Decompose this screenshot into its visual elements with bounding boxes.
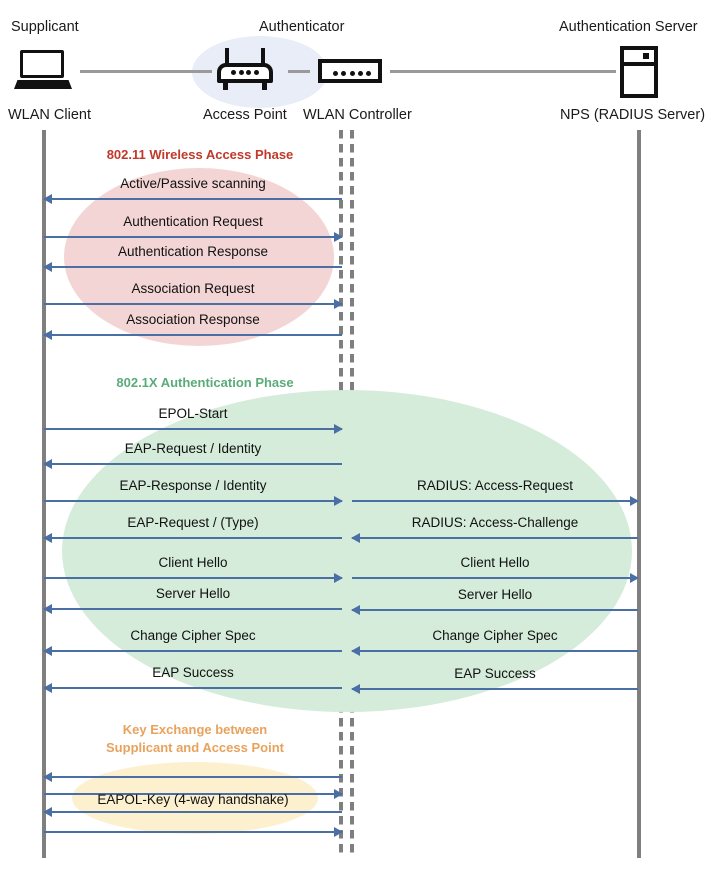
- arrowhead-left-icon: [43, 329, 52, 340]
- phase-802-11-label: 802.11 Wireless Access Phase: [106, 147, 294, 162]
- phase-key-exchange-label: Key Exchange between Supplicant and Acce…: [106, 722, 284, 755]
- network-switch-icon: [318, 59, 382, 83]
- arrowhead-left-icon: [43, 682, 52, 693]
- actor-role-authentication-server: Authentication Server: [559, 19, 698, 35]
- arrowhead-left-icon: [351, 683, 360, 694]
- arrowhead-right-icon: [630, 572, 639, 583]
- wire-client-to-ap: [80, 70, 212, 73]
- message-label: EAP Success: [152, 665, 234, 680]
- message-label: Client Hello: [158, 555, 228, 570]
- message-label: EAP-Request / Identity: [124, 441, 262, 456]
- arrowhead-left-icon: [43, 261, 52, 272]
- message-label: Authentication Response: [117, 244, 269, 259]
- message-label: Change Cipher Spec: [432, 628, 558, 643]
- message-label: Active/Passive scanning: [120, 176, 266, 191]
- message-label: Server Hello: [155, 586, 231, 601]
- message-label: Association Response: [126, 312, 260, 327]
- arrowhead-left-icon: [43, 771, 52, 782]
- lifeline-supplicant: [42, 130, 46, 858]
- message-label: Authentication Request: [123, 214, 263, 229]
- arrowhead-right-icon: [334, 298, 343, 309]
- wire-controller-to-server: [390, 70, 616, 73]
- arrowhead-right-icon: [630, 495, 639, 506]
- wire-ap-to-controller: [288, 70, 310, 73]
- phase-802-11-ellipse: [64, 168, 334, 346]
- laptop-icon: [14, 50, 72, 92]
- wireless-router-icon: [217, 48, 273, 92]
- message-label: RADIUS: Access-Request: [416, 478, 574, 493]
- arrowhead-right-icon: [334, 788, 343, 799]
- message-label: Client Hello: [460, 555, 530, 570]
- arrowhead-left-icon: [43, 193, 52, 204]
- arrowhead-right-icon: [334, 826, 343, 837]
- arrowhead-right-icon: [334, 495, 343, 506]
- lifeline-authentication-server: [637, 130, 641, 858]
- arrowhead-left-icon: [43, 645, 52, 656]
- phase-802-1x-ellipse: [62, 390, 632, 712]
- actor-device-wlan-controller: WLAN Controller: [303, 107, 412, 123]
- message-label: EAPOL-Key (4-way handshake): [97, 792, 289, 807]
- actor-role-supplicant: Supplicant: [11, 19, 79, 35]
- phase-key-exchange-ellipse: [72, 762, 318, 834]
- actor-device-nps-radius-server: NPS (RADIUS Server): [560, 107, 706, 123]
- arrowhead-right-icon: [334, 423, 343, 434]
- message-label: Association Request: [131, 281, 255, 296]
- actor-device-access-point: Access Point: [203, 107, 287, 123]
- arrowhead-left-icon: [43, 458, 52, 469]
- message-label: Server Hello: [457, 587, 533, 602]
- phase-802-1x-label: 802.1X Authentication Phase: [116, 375, 294, 390]
- arrowhead-right-icon: [334, 572, 343, 583]
- server-icon: [620, 46, 658, 98]
- arrowhead-left-icon: [351, 645, 360, 656]
- arrowhead-right-icon: [334, 231, 343, 242]
- arrowhead-left-icon: [43, 806, 52, 817]
- message-label: RADIUS: Access-Challenge: [411, 515, 579, 530]
- message-label: EAP Success: [454, 666, 536, 681]
- actor-device-wlan-client: WLAN Client: [8, 107, 91, 123]
- arrowhead-left-icon: [43, 532, 52, 543]
- arrowhead-left-icon: [351, 604, 360, 615]
- message-label: EPOL-Start: [158, 406, 228, 421]
- message-label: EAP-Response / Identity: [119, 478, 267, 493]
- actor-role-authenticator: Authenticator: [259, 19, 345, 35]
- arrowhead-left-icon: [43, 603, 52, 614]
- arrowhead-left-icon: [351, 532, 360, 543]
- message-label: EAP-Request / (Type): [127, 515, 259, 530]
- message-label: Change Cipher Spec: [130, 628, 256, 643]
